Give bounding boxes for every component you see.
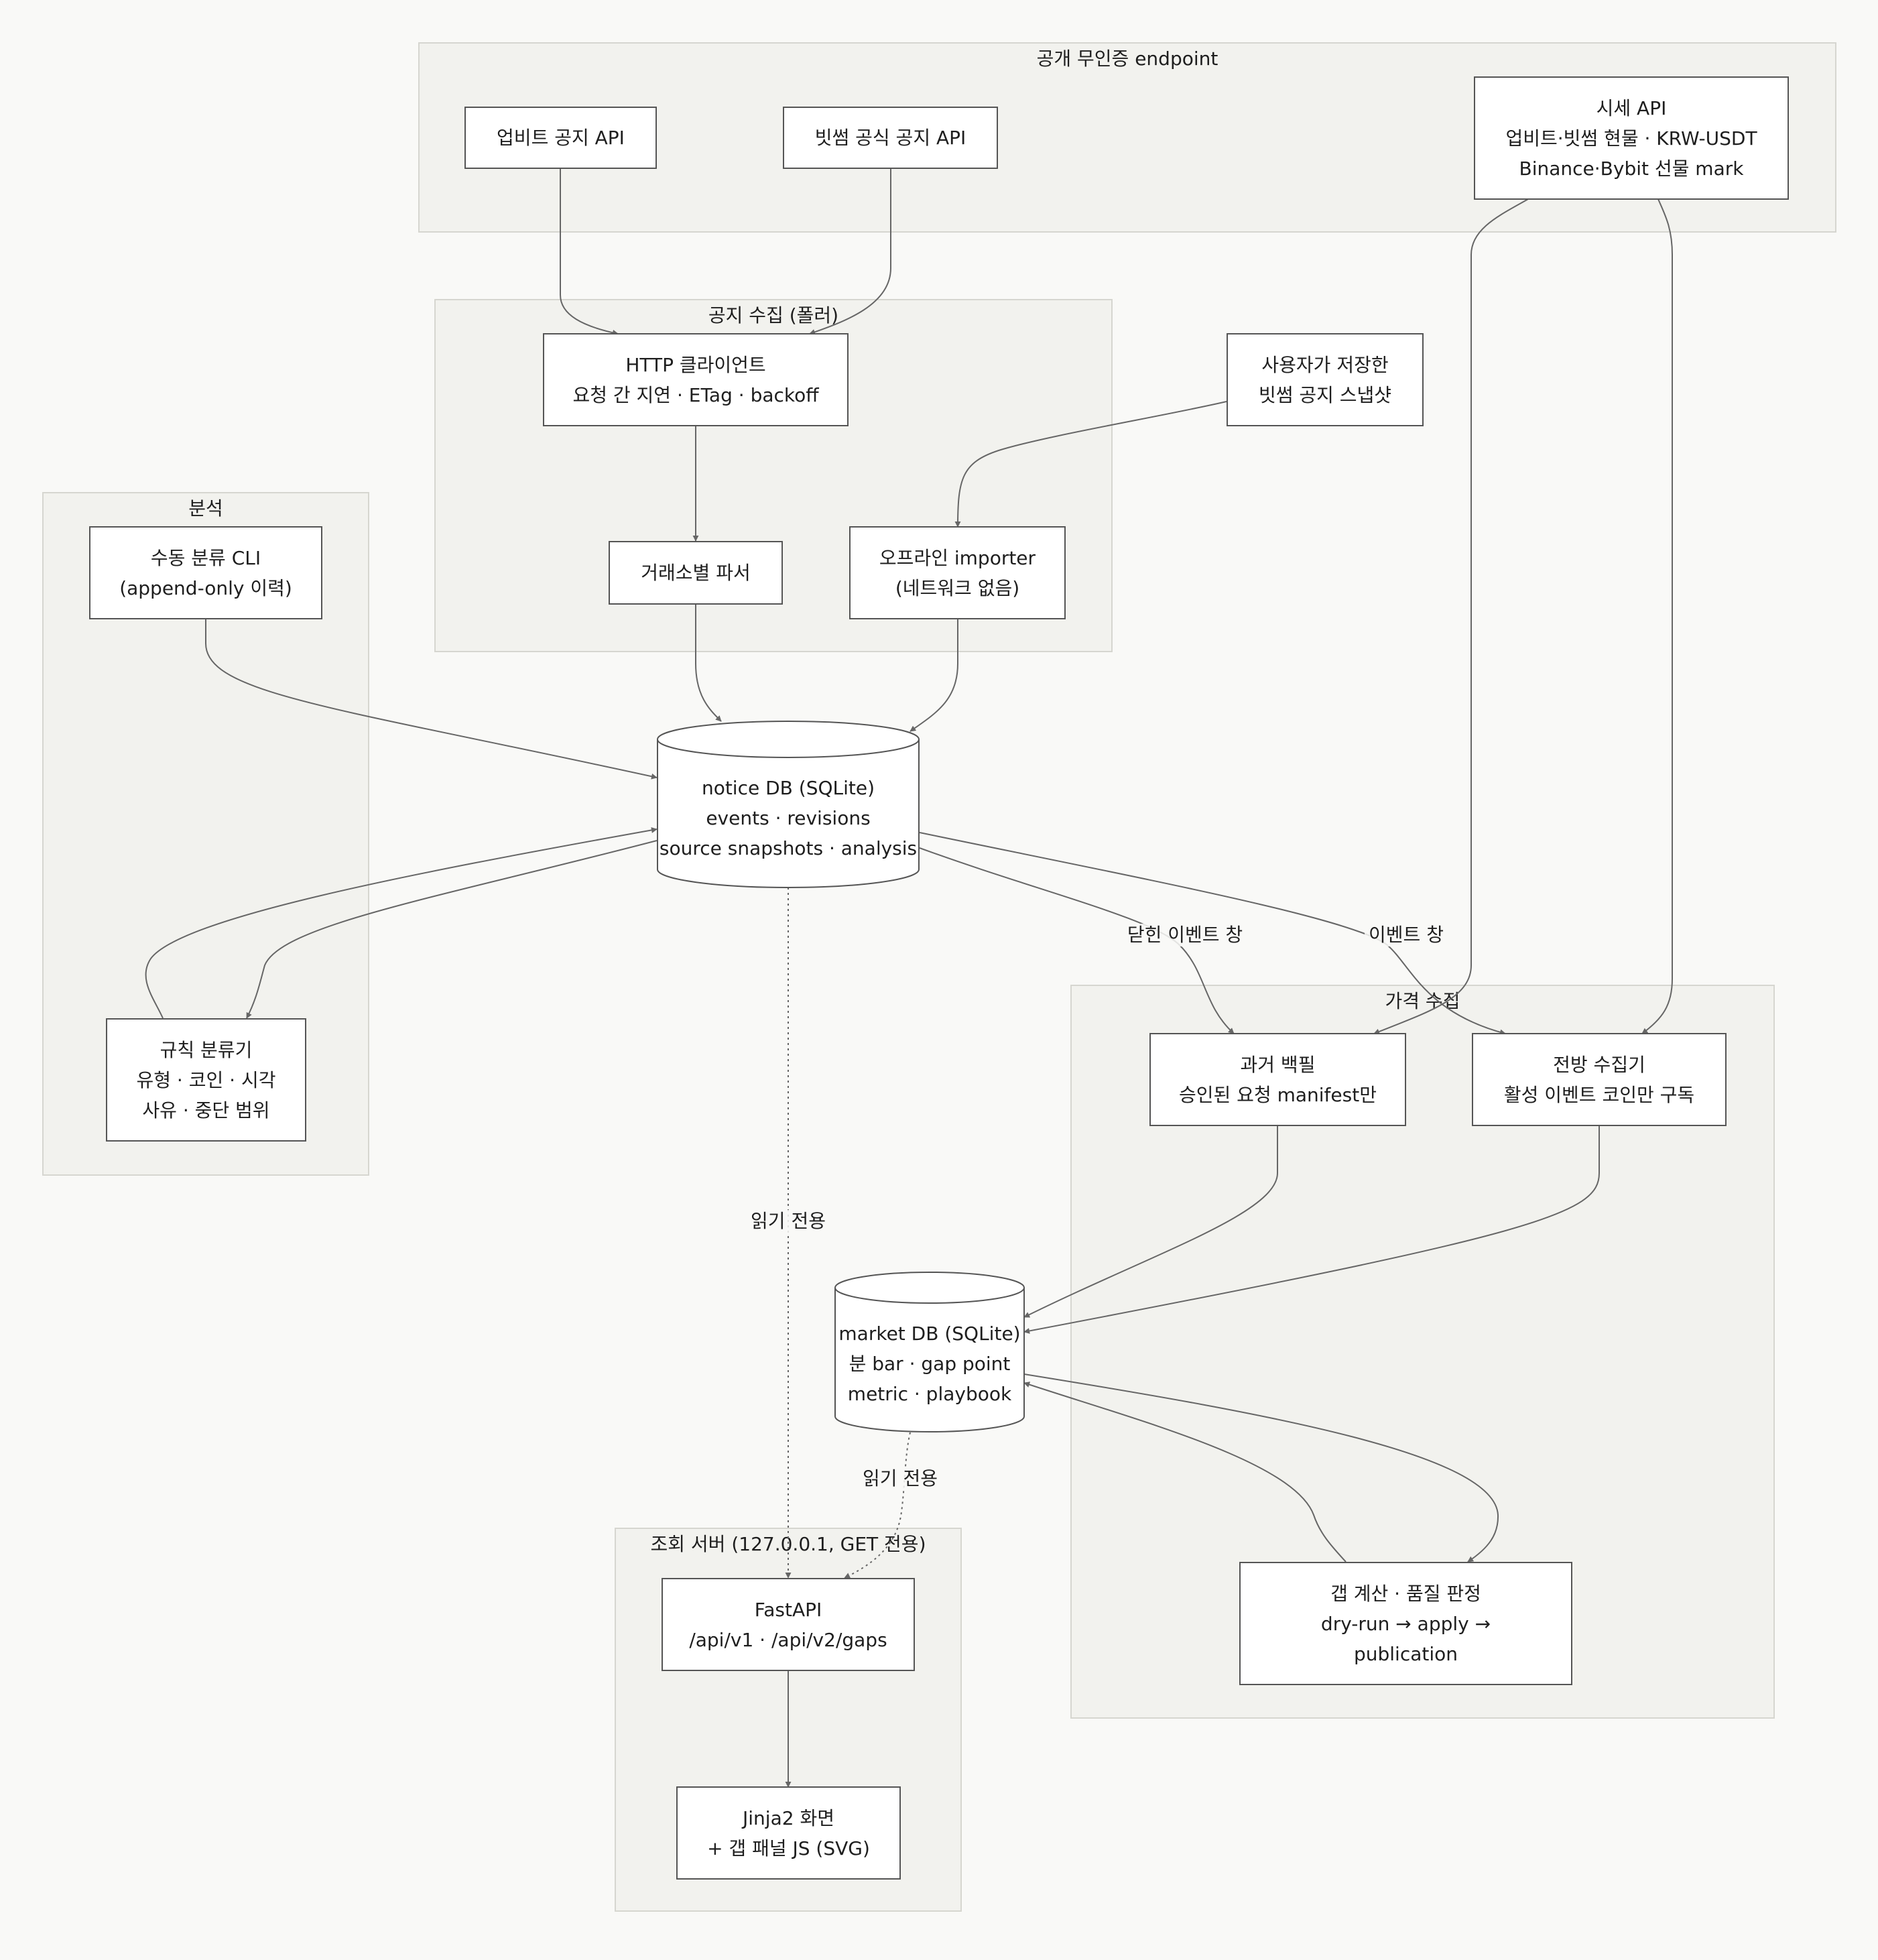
node-line: 사유 · 중단 범위 xyxy=(142,1099,270,1121)
edge-marketdb-to-gapcalc xyxy=(1023,1373,1499,1563)
node-gap-calculation: 갭 계산 · 품질 판정 dry-run → apply → publicati… xyxy=(1239,1562,1572,1685)
node-line: metric · playbook xyxy=(847,1382,1012,1405)
edge-snapshot-to-importer xyxy=(954,401,1227,528)
node-jinja-screen: Jinja2 화면 + 갭 패널 JS (SVG) xyxy=(676,1786,901,1880)
node-line: publication xyxy=(1353,1642,1458,1665)
node-backfill: 과거 백필 승인된 요청 manifest만 xyxy=(1149,1033,1406,1126)
node-market-db: market DB (SQLite) 분 bar · gap point met… xyxy=(834,1272,1025,1432)
cylinder-shape xyxy=(834,1272,1025,1432)
edge-backfill-to-marketdb xyxy=(1023,1126,1278,1318)
node-line: /api/v1 · /api/v2/gaps xyxy=(689,1628,887,1651)
cylinder-text: notice DB (SQLite) events · revisions so… xyxy=(657,768,920,868)
node-line: 분 bar · gap point xyxy=(849,1352,1011,1375)
edge-label-event-window: 이벤트 창 xyxy=(1365,924,1448,946)
cluster-title: 공지 수집 (폴러) xyxy=(708,304,839,326)
node-offline-importer: 오프라인 importer (네트워크 없음) xyxy=(849,526,1066,619)
node-line: 승인된 요청 manifest만 xyxy=(1179,1083,1377,1106)
node-line: 전방 수집기 xyxy=(1553,1053,1645,1076)
node-line: + 갭 패널 JS (SVG) xyxy=(707,1837,870,1859)
node-manual-cli: 수동 분류 CLI (append-only 이력) xyxy=(89,526,322,619)
node-line: 요청 간 지연 · ETag · backoff xyxy=(572,383,819,406)
edge-label-read-only-notice: 읽기 전용 xyxy=(747,1210,830,1233)
node-line: HTTP 클라이언트 xyxy=(625,353,766,376)
node-line: 규칙 분류기 xyxy=(160,1038,253,1061)
cylinder-text: market DB (SQLite) 분 bar · gap point met… xyxy=(834,1313,1025,1414)
node-line: dry-run → apply → xyxy=(1320,1612,1491,1635)
node-line: Binance·Bybit 선물 mark xyxy=(1519,157,1744,180)
node-line: 업비트 공지 API xyxy=(497,127,625,149)
node-line: 빗썸 공지 스냅샷 xyxy=(1258,383,1392,406)
edge-classifier-to-noticedb xyxy=(145,826,658,1019)
edge-gapcalc-to-marketdb xyxy=(1023,1382,1347,1563)
node-line: FastAPI xyxy=(754,1598,822,1621)
node-line: notice DB (SQLite) xyxy=(701,776,875,799)
edge-label-closed-event-window: 닫힌 이벤트 창 xyxy=(1123,924,1247,946)
cluster-title: 분석 xyxy=(188,497,223,519)
node-upbit-notice-api: 업비트 공지 API xyxy=(464,107,657,169)
node-line: market DB (SQLite) xyxy=(838,1322,1021,1345)
node-line: 활성 이벤트 코인만 구독 xyxy=(1503,1083,1695,1106)
edge-noticedb-to-classifier xyxy=(246,840,658,1019)
node-fastapi: FastAPI /api/v1 · /api/v2/gaps xyxy=(662,1578,915,1671)
node-user-snapshot: 사용자가 저장한 빗썸 공지 스냅샷 xyxy=(1227,333,1424,426)
edge-parser-to-noticedb xyxy=(695,605,722,722)
node-line: 갭 계산 · 품질 판정 xyxy=(1330,1582,1481,1605)
node-line: events · revisions xyxy=(706,806,871,829)
node-line: 유형 · 코인 · 시각 xyxy=(136,1068,276,1091)
node-rule-classifier: 규칙 분류기 유형 · 코인 · 시각 사유 · 중단 범위 xyxy=(106,1018,306,1142)
node-bithumb-notice-api: 빗썸 공식 공지 API xyxy=(783,107,998,169)
node-line: 수동 분류 CLI xyxy=(150,546,261,569)
edge-label-read-only-market: 읽기 전용 xyxy=(859,1467,942,1490)
edge-importer-to-noticedb xyxy=(910,619,958,732)
edge-marketdb-to-fastapi xyxy=(844,1432,911,1579)
node-line: (append-only 이력) xyxy=(119,576,292,599)
cluster-title: 공개 무인증 endpoint xyxy=(1036,48,1218,70)
node-http-client: HTTP 클라이언트 요청 간 지연 · ETag · backoff xyxy=(543,333,849,426)
edge-priceapi-to-backfill xyxy=(1373,198,1529,1035)
node-forward-collector: 전방 수집기 활성 이벤트 코인만 구독 xyxy=(1472,1033,1727,1126)
node-line: 사용자가 저장한 xyxy=(1261,353,1389,376)
node-price-api: 시세 API 업비트·빗썸 현물 · KRW-USDT Binance·Bybi… xyxy=(1474,76,1789,200)
node-line: Jinja2 화면 xyxy=(743,1806,834,1829)
edge-upbit-to-http xyxy=(560,168,619,336)
edge-noticedb-to-forward xyxy=(919,832,1506,1036)
node-line: 시세 API xyxy=(1596,97,1667,119)
edge-cli-to-noticedb xyxy=(205,619,658,780)
node-notice-db: notice DB (SQLite) events · revisions so… xyxy=(657,721,920,888)
node-line: 빗썸 공식 공지 API xyxy=(814,127,966,149)
edge-bithumb-to-http xyxy=(809,168,891,335)
node-line: 오프라인 importer xyxy=(879,546,1036,569)
node-line: 과거 백필 xyxy=(1240,1053,1316,1076)
edge-forward-to-marketdb xyxy=(1023,1126,1600,1334)
node-line: 거래소별 파서 xyxy=(641,562,751,584)
node-line: 업비트·빗썸 현물 · KRW-USDT xyxy=(1505,127,1757,149)
cylinder-shape xyxy=(657,721,920,888)
node-line: (네트워크 없음) xyxy=(895,576,1020,599)
node-line: source snapshots · analysis xyxy=(659,837,918,859)
edge-priceapi-to-forward xyxy=(1641,198,1673,1034)
node-exchange-parser: 거래소별 파서 xyxy=(609,541,783,605)
